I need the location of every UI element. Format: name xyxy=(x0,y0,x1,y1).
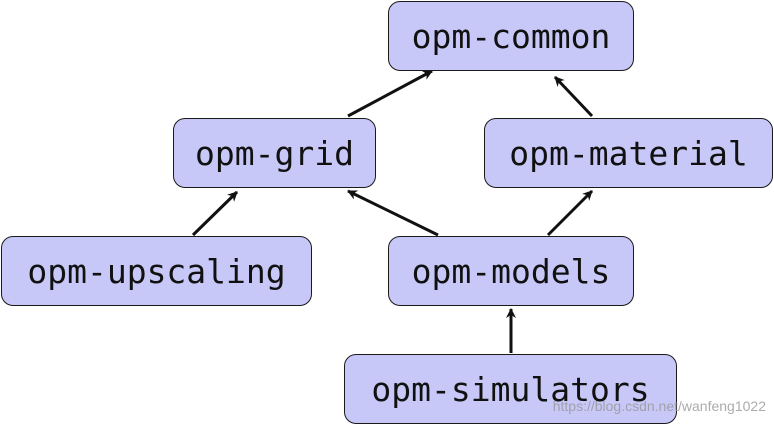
edge-material-to-common xyxy=(553,75,594,118)
node-label: opm-grid xyxy=(195,133,354,173)
node-opm-models: opm-models xyxy=(388,236,634,306)
node-opm-common: opm-common xyxy=(388,1,634,71)
watermark-text: https://blog.csdn.net/wanfeng1022 xyxy=(552,398,766,414)
node-label: opm-common xyxy=(411,16,611,56)
edge-models-to-material xyxy=(546,189,594,237)
edge-upscaling-to-grid xyxy=(191,190,239,237)
node-opm-material: opm-material xyxy=(484,118,773,188)
node-label: opm-upscaling xyxy=(27,251,286,291)
node-label: opm-models xyxy=(411,251,611,291)
node-label: opm-simulators xyxy=(371,369,650,409)
node-opm-upscaling: opm-upscaling xyxy=(1,236,312,306)
node-opm-simulators: opm-simulators xyxy=(344,354,677,424)
edge-models-to-grid xyxy=(347,189,439,237)
edge-grid-to-common xyxy=(347,69,433,118)
node-opm-grid: opm-grid xyxy=(173,118,376,188)
node-label: opm-material xyxy=(509,133,748,173)
